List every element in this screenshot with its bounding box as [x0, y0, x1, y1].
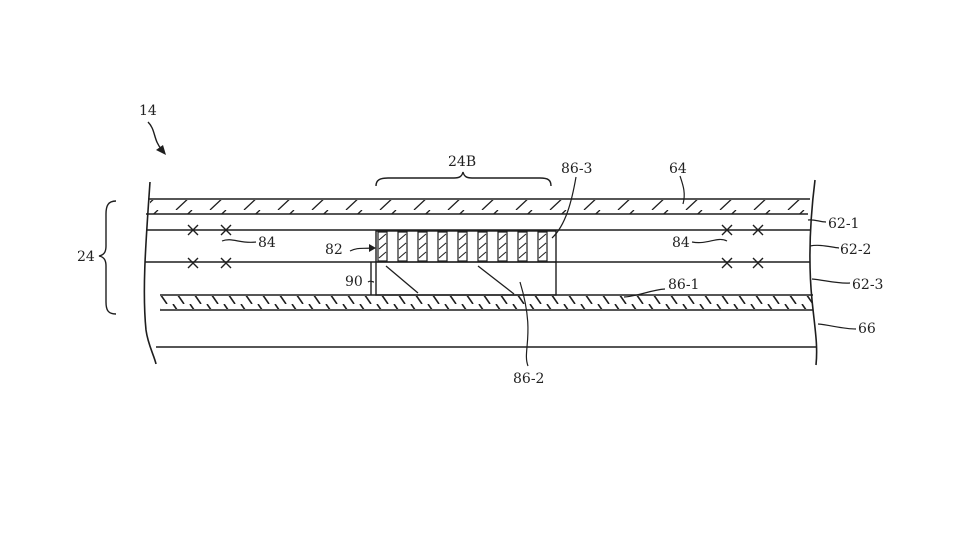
- stripe-hatch: [458, 251, 467, 259]
- x-mark: [721, 224, 733, 236]
- x-mark: [721, 257, 733, 269]
- stripe-hatch: [438, 251, 447, 259]
- stripe-hatch: [398, 251, 407, 259]
- stripe-cell: [517, 231, 528, 262]
- stripe-hatch: [478, 233, 487, 241]
- x-mark: [752, 224, 764, 236]
- label-62-2: 62-2: [840, 242, 871, 258]
- x-mark: [752, 257, 764, 269]
- x-mark: [220, 224, 232, 236]
- stripe-hatch: [518, 233, 527, 241]
- label-84-right: 84: [672, 235, 690, 251]
- component-86-2: [375, 261, 557, 296]
- stripe-cell: [497, 231, 508, 262]
- stripe-cell: [537, 231, 548, 262]
- label-64: 64: [669, 161, 687, 177]
- stripe-cell: [437, 231, 448, 262]
- layer-64: [146, 198, 810, 215]
- stripe-hatch: [378, 242, 387, 250]
- stripe-hatch: [438, 233, 447, 241]
- stripe-cell: [417, 231, 428, 262]
- x-mark: [187, 257, 199, 269]
- bracket-24b: [375, 171, 552, 187]
- stripe-hatch: [398, 233, 407, 241]
- stripe-hatch: [398, 242, 407, 250]
- stripe-hatch: [478, 251, 487, 259]
- layer-86-1: [160, 294, 813, 311]
- stripe-hatch: [378, 233, 387, 241]
- marks-84: [187, 224, 764, 269]
- stripe-hatch: [438, 242, 447, 250]
- leader-lines: [221, 175, 857, 367]
- label-24: 24: [77, 249, 95, 265]
- stripe-hatch: [498, 242, 507, 250]
- label-86-3: 86-3: [561, 161, 592, 177]
- label-86-1: 86-1: [668, 277, 699, 293]
- label-66: 66: [858, 321, 876, 337]
- label-90: 90: [345, 274, 363, 290]
- x-mark: [220, 257, 232, 269]
- arrow-14: [147, 121, 163, 151]
- stripe-hatch: [378, 251, 387, 259]
- stripe-hatch: [498, 251, 507, 259]
- stripe-cell: [477, 231, 488, 262]
- bracket-24: [98, 200, 117, 315]
- stripe-hatch: [478, 242, 487, 250]
- label-82: 82: [325, 242, 343, 258]
- right-break-edge: [809, 179, 818, 366]
- stripe-hatch: [458, 233, 467, 241]
- stripe-hatch: [538, 242, 547, 250]
- stripe-hatch: [458, 242, 467, 250]
- left-break-edge: [143, 181, 157, 365]
- label-86-2: 86-2: [513, 371, 544, 387]
- arrow-14-head: [156, 145, 166, 155]
- x-mark: [187, 224, 199, 236]
- stripe-hatch: [538, 251, 547, 259]
- component-82: [375, 230, 557, 263]
- stripe-hatch: [418, 251, 427, 259]
- stripe-cell: [397, 231, 408, 262]
- label-24b: 24B: [448, 154, 476, 170]
- stripe-hatch: [518, 251, 527, 259]
- label-84-left: 84: [258, 235, 276, 251]
- label-62-3: 62-3: [852, 277, 883, 293]
- stripe-hatch: [518, 242, 527, 250]
- stripe-hatch: [418, 233, 427, 241]
- stripe-cell: [377, 231, 388, 262]
- stripe-hatch: [538, 233, 547, 241]
- stripe-cell: [457, 231, 468, 262]
- label-14: 14: [139, 103, 157, 119]
- stripe-hatch: [498, 233, 507, 241]
- stripe-hatch: [418, 242, 427, 250]
- label-62-1: 62-1: [828, 216, 859, 232]
